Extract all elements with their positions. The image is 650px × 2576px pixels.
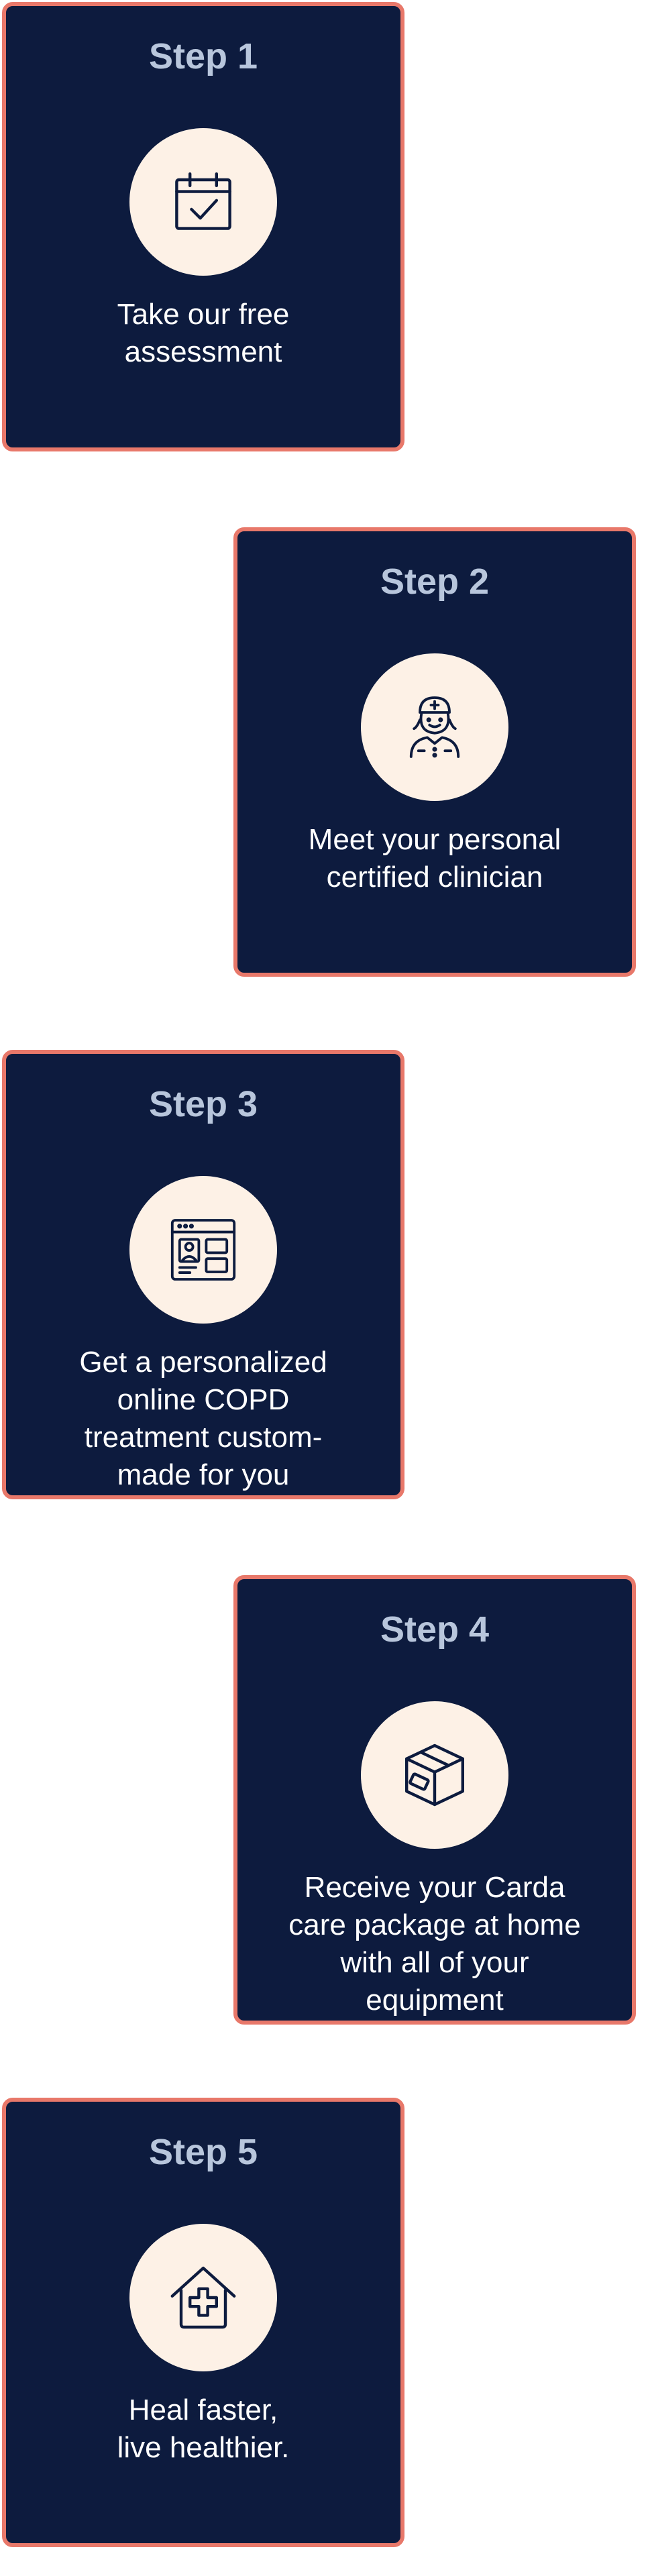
icon-circle (129, 1176, 277, 1324)
house-medical-icon (170, 2266, 236, 2329)
icon-circle (129, 2224, 277, 2371)
step-card-3: Step 3 Get a personalized online COPD tr… (2, 1050, 404, 1499)
step-description: Meet your personal certified clinician (308, 823, 561, 894)
icon-circle (361, 653, 508, 801)
step-title: Step 4 (380, 1609, 490, 1650)
step-card-1: Step 1 Take our free assessment (2, 2, 404, 451)
step-title: Step 1 (148, 36, 258, 76)
nurse-icon (409, 696, 460, 758)
icon-circle (129, 128, 277, 276)
step-description: Get a personalized online COPD treatment… (79, 1346, 327, 1491)
browser-profile-icon (170, 1219, 236, 1281)
step-description: Receive your Carda care package at home … (288, 1871, 581, 2017)
step-description: Take our free assessment (117, 298, 290, 368)
step-title: Step 3 (148, 1084, 258, 1124)
step-title: Step 5 (148, 2132, 258, 2172)
step-title: Step 2 (380, 561, 490, 602)
package-box-icon (405, 1743, 464, 1807)
step-card-2: Step 2 Meet your personal certified clin… (233, 527, 636, 977)
step-card-5: Step 5 Heal faster, live healthier. (2, 2098, 404, 2547)
icon-circle (361, 1701, 508, 1849)
step-card-4: Step 4 Receive your Carda care package a… (233, 1575, 636, 2025)
step-description: Heal faster, live healthier. (117, 2394, 290, 2464)
calendar-check-icon (175, 172, 231, 230)
